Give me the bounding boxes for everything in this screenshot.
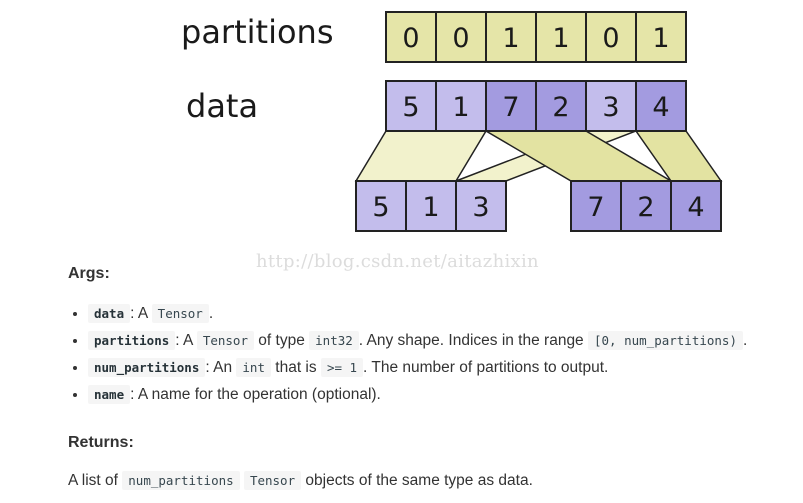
partition-value-1: 0 (452, 23, 469, 54)
partition-value-4: 0 (602, 23, 619, 54)
output-partition-1: 7 2 4 (570, 180, 722, 232)
data-row: 5 1 7 2 3 4 (385, 80, 687, 132)
output1-value-0: 7 (587, 192, 604, 223)
output0-cell-1 (405, 180, 457, 232)
partition-cell-3 (535, 11, 587, 63)
partition-value-5: 1 (652, 23, 669, 54)
output0-cell-0 (355, 180, 407, 232)
dynamic-partition-diagram: partitions data 0 0 1 1 0 1 5 1 7 2 3 4 5 1 3 7 2 4 (181, 11, 723, 232)
output1-value-2: 4 (687, 192, 704, 223)
data-value-1: 1 (452, 92, 469, 123)
args-list: data: A Tensor. partitions: A Tensor of … (70, 302, 803, 410)
partitions-row: 0 0 1 1 0 1 (385, 11, 687, 63)
data-value-2: 7 (502, 92, 519, 123)
data-cell-5 (635, 80, 687, 132)
data-value-3: 2 (552, 92, 569, 123)
output1-value-1: 2 (637, 192, 654, 223)
arg-name: data (88, 304, 131, 323)
data-label: data (186, 87, 258, 125)
data-value-4: 3 (602, 92, 619, 123)
mapping-bands (354, 130, 723, 182)
partition-value-2: 1 (502, 23, 519, 54)
arg-name: partitions (88, 331, 176, 350)
partition-value-0: 0 (402, 23, 419, 54)
arg-name: num_partitions (88, 358, 206, 377)
output-partition-0: 5 1 3 (355, 180, 507, 232)
partition-cell-5 (635, 11, 687, 63)
watermark: http://blog.csdn.net/aitazhixin (256, 251, 539, 272)
arg-item-num-partitions: num_partitions: An int that is >= 1. The… (88, 356, 803, 383)
args-heading: Args: (68, 265, 110, 282)
output1-cell-2 (670, 180, 722, 232)
output0-value-1: 1 (422, 192, 439, 223)
partition-cell-0 (385, 11, 437, 63)
data-value-5: 4 (652, 92, 669, 123)
data-cell-1 (435, 80, 487, 132)
arg-item-partitions: partitions: A Tensor of type int32. Any … (88, 329, 803, 356)
data-value-0: 5 (402, 92, 419, 123)
data-cell-2 (485, 80, 537, 132)
arg-item-name: name: A name for the operation (optional… (88, 383, 803, 410)
partitions-label: partitions (181, 13, 333, 51)
band-partition-0-a (354, 130, 488, 182)
data-cell-0 (385, 80, 437, 132)
arg-item-data: data: A Tensor. (88, 302, 803, 329)
partition-value-3: 1 (552, 23, 569, 54)
returns-heading: Returns: (68, 434, 134, 451)
partition-cell-4 (585, 11, 637, 63)
data-cell-3 (535, 80, 587, 132)
output0-value-2: 3 (472, 192, 489, 223)
data-cell-4 (585, 80, 637, 132)
output1-cell-1 (620, 180, 672, 232)
output0-cell-2 (455, 180, 507, 232)
returns-description: A list of num_partitions Tensor objects … (68, 471, 533, 490)
output0-value-0: 5 (372, 192, 389, 223)
arg-name: name (88, 385, 131, 404)
